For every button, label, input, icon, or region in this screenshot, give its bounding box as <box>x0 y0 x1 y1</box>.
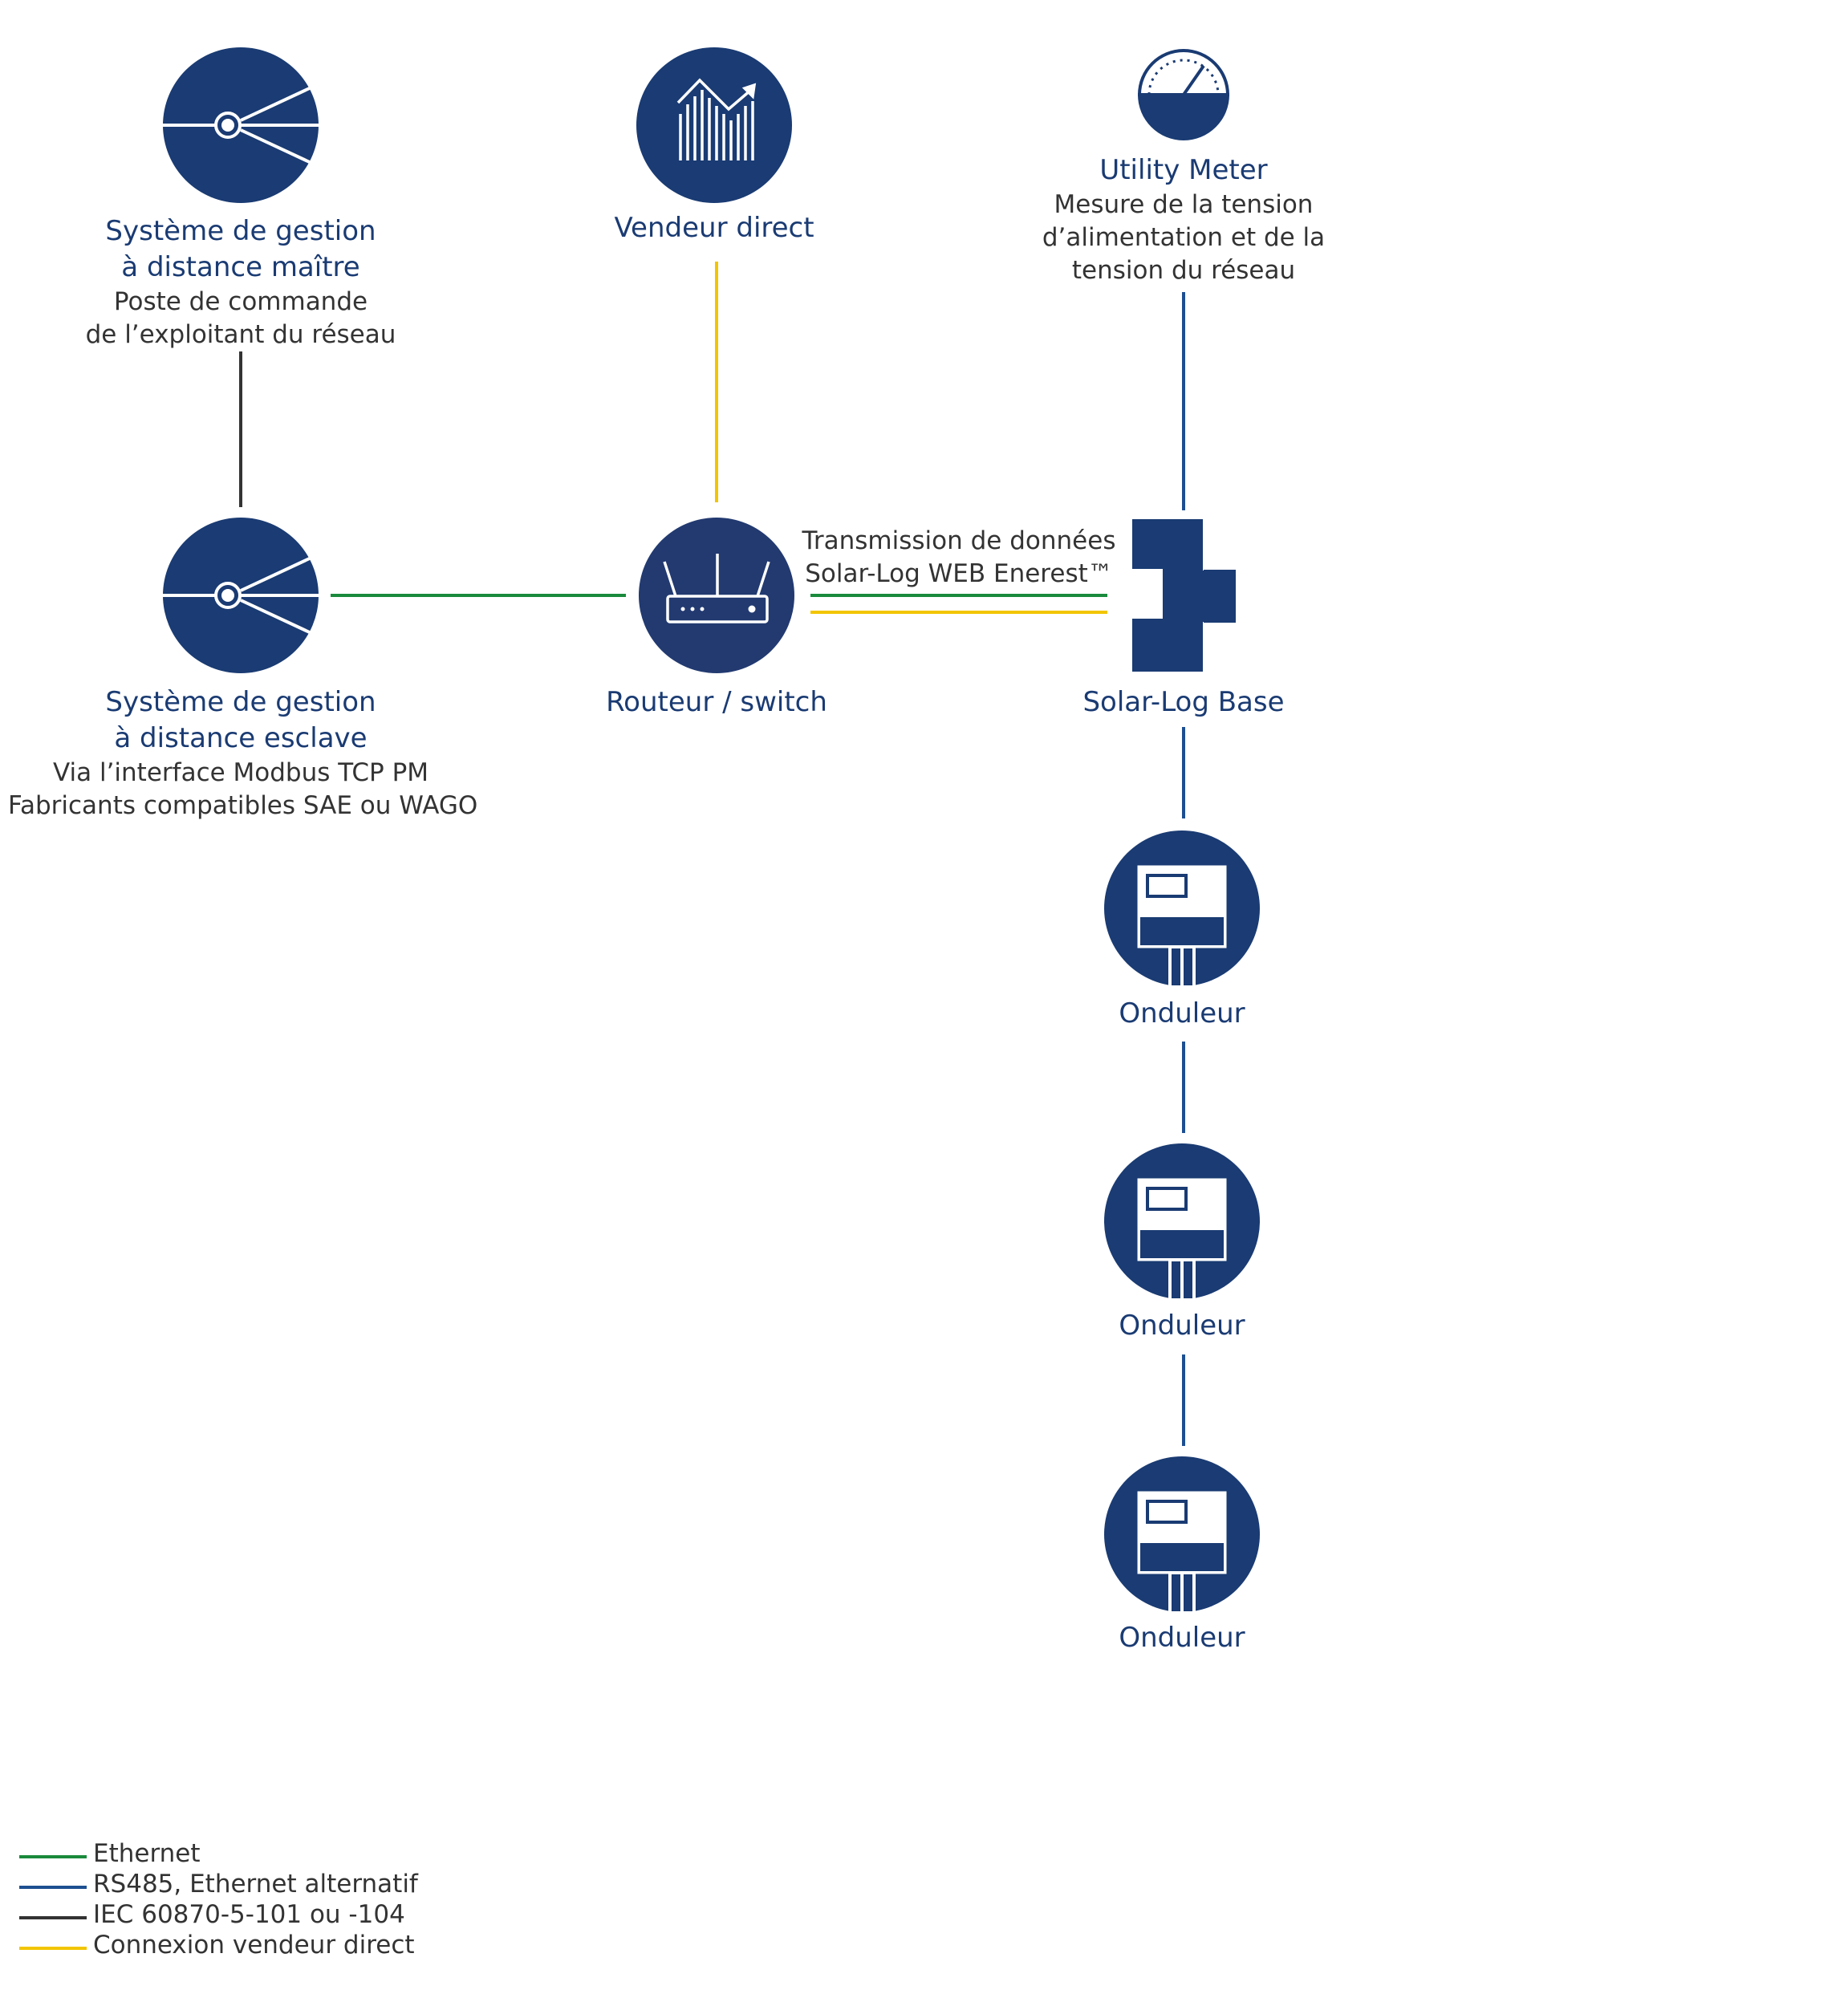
router-title: Routeur / switch <box>606 686 827 718</box>
legend-swatch-rs485 <box>19 1886 87 1889</box>
legend-label-ethernet: Ethernet <box>93 1839 201 1868</box>
transmission-line-1: Transmission de données <box>802 526 1116 555</box>
vendor-title: Vendeur direct <box>614 212 814 244</box>
router-label: Routeur / switch <box>556 684 877 721</box>
slave-title-line-1: Système de gestion <box>105 686 376 718</box>
master-label: Système de gestion à distance maître Pos… <box>40 213 441 351</box>
vendor-label: Vendeur direct <box>554 210 875 246</box>
solar-log-device-icon <box>1131 518 1236 673</box>
inverter-2-title: Onduleur <box>1119 1310 1245 1342</box>
solarlog-title: Solar-Log Base <box>1082 686 1285 718</box>
master-sub-line-1: Poste de commande <box>113 286 368 316</box>
slave-label: Système de gestion à distance esclave Vi… <box>8 684 478 822</box>
inverter-icon <box>1137 865 1227 989</box>
gauge-icon <box>1138 52 1229 96</box>
solarlog-label: Solar-Log Base <box>1023 684 1344 721</box>
inverter-2-label: Onduleur <box>1021 1308 1342 1344</box>
inverter-node-3 <box>1104 1456 1260 1614</box>
slave-title-line-2: à distance esclave <box>114 721 368 754</box>
meter-node <box>1138 49 1229 140</box>
inverter-3-title: Onduleur <box>1119 1622 1245 1654</box>
transmission-label: Transmission de données Solar-Log WEB En… <box>786 525 1131 591</box>
meter-sub-line-3: tension du réseau <box>1071 255 1296 285</box>
meter-sub-line-1: Mesure de la tension <box>1054 189 1314 219</box>
slave-sub-line-2: Fabricants compatibles SAE ou WAGO <box>8 790 478 820</box>
bar-chart-trend-icon <box>676 78 757 160</box>
slave-node <box>163 518 319 673</box>
radar-icon <box>163 555 319 636</box>
router-node <box>639 518 794 673</box>
master-title-line-1: Système de gestion <box>105 215 376 247</box>
inverter-1-title: Onduleur <box>1119 997 1245 1030</box>
master-node <box>163 47 319 203</box>
legend-label-vendor: Connexion vendeur direct <box>93 1931 415 1960</box>
router-icon <box>663 554 770 623</box>
vendor-node <box>636 47 792 203</box>
inverter-icon <box>1137 1491 1227 1614</box>
meter-sub-line-2: d’alimentation et de la <box>1042 222 1326 252</box>
inverter-node-1 <box>1104 831 1260 989</box>
legend-swatch-iec <box>19 1916 87 1919</box>
slave-sub-line-1: Via l’interface Modbus TCP PM <box>52 757 429 787</box>
legend-swatch-vendor <box>19 1947 87 1950</box>
inverter-icon <box>1137 1178 1227 1302</box>
legend-label-iec: IEC 60870-5-101 ou -104 <box>93 1900 405 1929</box>
legend-label-rs485: RS485, Ethernet alternatif <box>93 1870 418 1899</box>
inverter-1-label: Onduleur <box>1021 996 1342 1032</box>
inverter-3-label: Onduleur <box>1021 1620 1342 1656</box>
radar-icon <box>163 85 319 165</box>
legend-swatch-ethernet <box>19 1855 87 1858</box>
master-title-line-2: à distance maître <box>121 250 360 283</box>
master-sub-line-2: de l’exploitant du réseau <box>85 319 396 349</box>
meter-label: Utility Meter Mesure de la tension d’ali… <box>999 152 1368 287</box>
transmission-line-2: Solar-Log WEB Enerest™ <box>805 558 1113 588</box>
inverter-node-2 <box>1104 1143 1260 1302</box>
meter-title: Utility Meter <box>1099 154 1268 186</box>
